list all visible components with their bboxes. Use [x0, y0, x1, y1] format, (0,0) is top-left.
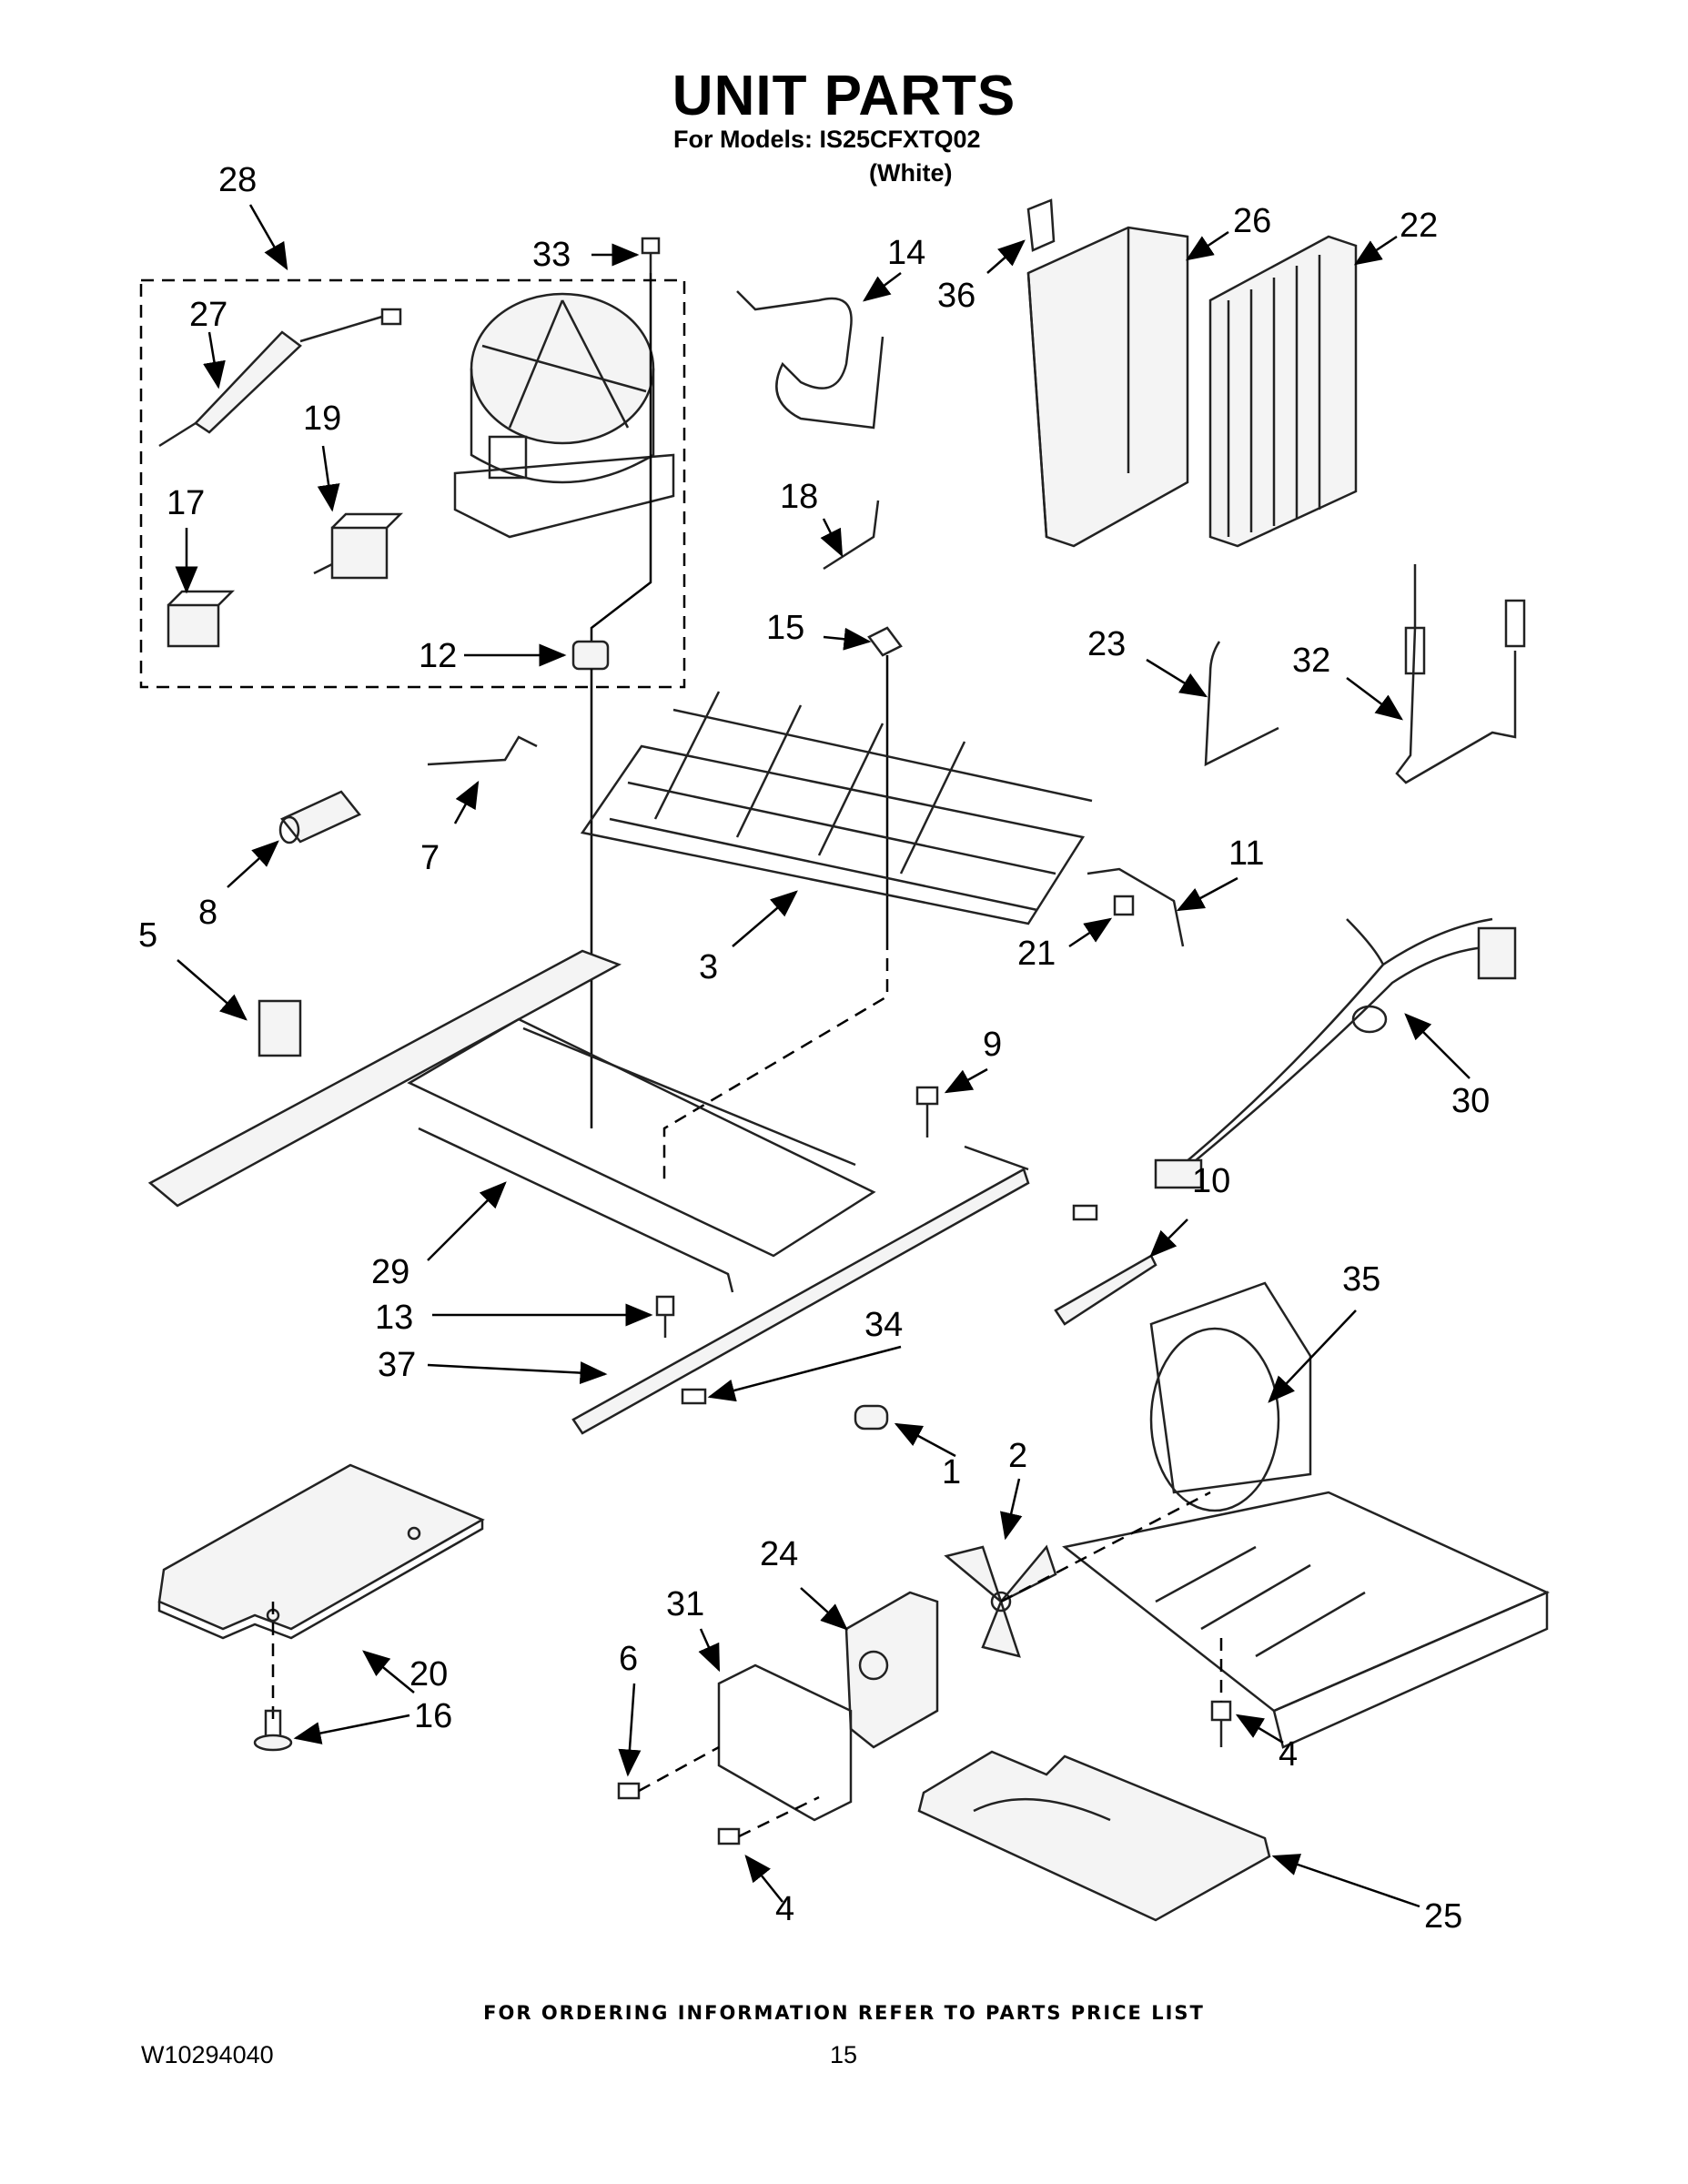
- callout-10: 10: [1192, 1162, 1230, 1200]
- rail-34-part: [571, 1145, 1030, 1435]
- screw-13-part: [655, 1295, 675, 1338]
- callout-24: 24: [760, 1535, 798, 1573]
- kit-outline: [139, 278, 686, 689]
- compressor-part: [453, 292, 675, 539]
- bushing-1-part: [854, 1404, 889, 1431]
- screw-34-part: [1072, 1204, 1098, 1221]
- callout-30: 30: [1451, 1082, 1490, 1120]
- clip-15-part: [867, 626, 903, 657]
- screw-4-part: [1210, 1700, 1232, 1747]
- callout-34: 34: [864, 1306, 903, 1344]
- screw-33-part: [641, 237, 661, 273]
- model-subtitle: For Models: IS25CFXTQ02: [673, 126, 981, 153]
- callout-15: 15: [766, 609, 804, 647]
- clamp-5-part: [258, 999, 302, 1057]
- callout-33: 33: [532, 236, 571, 274]
- callout-19: 19: [303, 399, 341, 438]
- grommet-12-part: [571, 640, 610, 671]
- foam-8-part: [278, 790, 361, 844]
- callout-16: 16: [414, 1697, 452, 1735]
- callout-29: 29: [371, 1253, 409, 1291]
- callout-21: 21: [1017, 935, 1056, 973]
- tube-18-part: [823, 500, 880, 571]
- condenser-22-part: [1208, 235, 1358, 548]
- screw-34b-part: [681, 1388, 707, 1405]
- leader-lines: [175, 204, 1471, 1908]
- cover-20-part: [157, 1463, 485, 1640]
- relay-19-part: [313, 512, 404, 580]
- base-frame-29-part: [147, 949, 876, 1293]
- tube-14-part: [736, 290, 884, 430]
- wire-harness-30-part: [1154, 917, 1517, 1189]
- document-number: W10294040: [141, 2041, 274, 2068]
- callout-32: 32: [1292, 642, 1330, 680]
- callout-1: 1: [942, 1453, 961, 1491]
- callout-28: 28: [218, 161, 257, 199]
- callout-22: 22: [1400, 207, 1438, 245]
- fan-shroud-35-part: [1062, 1281, 1551, 1749]
- callout-labels: 28 33 27 19 17 12 14 36 26 22 18 15 23 3…: [138, 161, 1490, 1936]
- callout-36: 36: [937, 277, 975, 315]
- fan-motor-24-part: [844, 1591, 939, 1749]
- callout-13: 13: [375, 1299, 413, 1337]
- callout-35: 35: [1342, 1260, 1380, 1299]
- callout-31: 31: [666, 1585, 704, 1623]
- callout-27: 27: [189, 296, 227, 334]
- cable-tie-10-part: [1054, 1254, 1157, 1326]
- evaporator-cover-26-part: [1026, 198, 1189, 548]
- leveling-leg-16-part: [253, 1709, 293, 1752]
- callout-14: 14: [887, 234, 925, 272]
- callout-23: 23: [1087, 625, 1126, 663]
- bracket-11-part: [1087, 867, 1185, 947]
- callout-3: 3: [699, 948, 718, 986]
- overload-17-part: [167, 590, 236, 648]
- callout-11: 11: [1228, 834, 1264, 873]
- bracket-7-part: [427, 735, 538, 766]
- callout-25: 25: [1424, 1897, 1462, 1936]
- callout-18: 18: [780, 478, 818, 516]
- drier-27-part: [158, 308, 402, 448]
- callout-9: 9: [983, 1026, 1002, 1064]
- evaporator-coil-3-part: [580, 691, 1093, 925]
- hook-23-part: [1204, 641, 1279, 767]
- callout-5: 5: [138, 916, 157, 955]
- ordering-footer-note: FOR ORDERING INFORMATION REFER TO PARTS …: [483, 2002, 1205, 2024]
- callout-8: 8: [198, 894, 217, 932]
- callout-4: 4: [1279, 1735, 1298, 1774]
- callout-4b: 4: [775, 1890, 794, 1928]
- screw-9-part: [915, 1086, 939, 1138]
- screw-4b-part: [717, 1827, 741, 1845]
- callout-2: 2: [1008, 1437, 1027, 1475]
- callout-17: 17: [167, 484, 205, 522]
- page-title: UNIT PARTS: [672, 65, 1016, 127]
- callout-6: 6: [619, 1640, 638, 1678]
- callout-26: 26: [1233, 202, 1271, 240]
- model-variant: (White): [869, 159, 953, 187]
- callout-37: 37: [378, 1346, 416, 1384]
- screw-21-part: [1113, 895, 1135, 916]
- page-number: 15: [830, 2041, 858, 2068]
- drain-pan-25-part: [917, 1750, 1271, 1922]
- fan-blade-2-part: [944, 1544, 1057, 1658]
- tube-32-part: [1395, 564, 1526, 784]
- callout-20: 20: [409, 1655, 448, 1694]
- screw-6-part: [617, 1782, 641, 1800]
- callout-12: 12: [419, 637, 457, 675]
- motor-bracket-31-part: [717, 1663, 853, 1822]
- callout-7: 7: [420, 839, 440, 877]
